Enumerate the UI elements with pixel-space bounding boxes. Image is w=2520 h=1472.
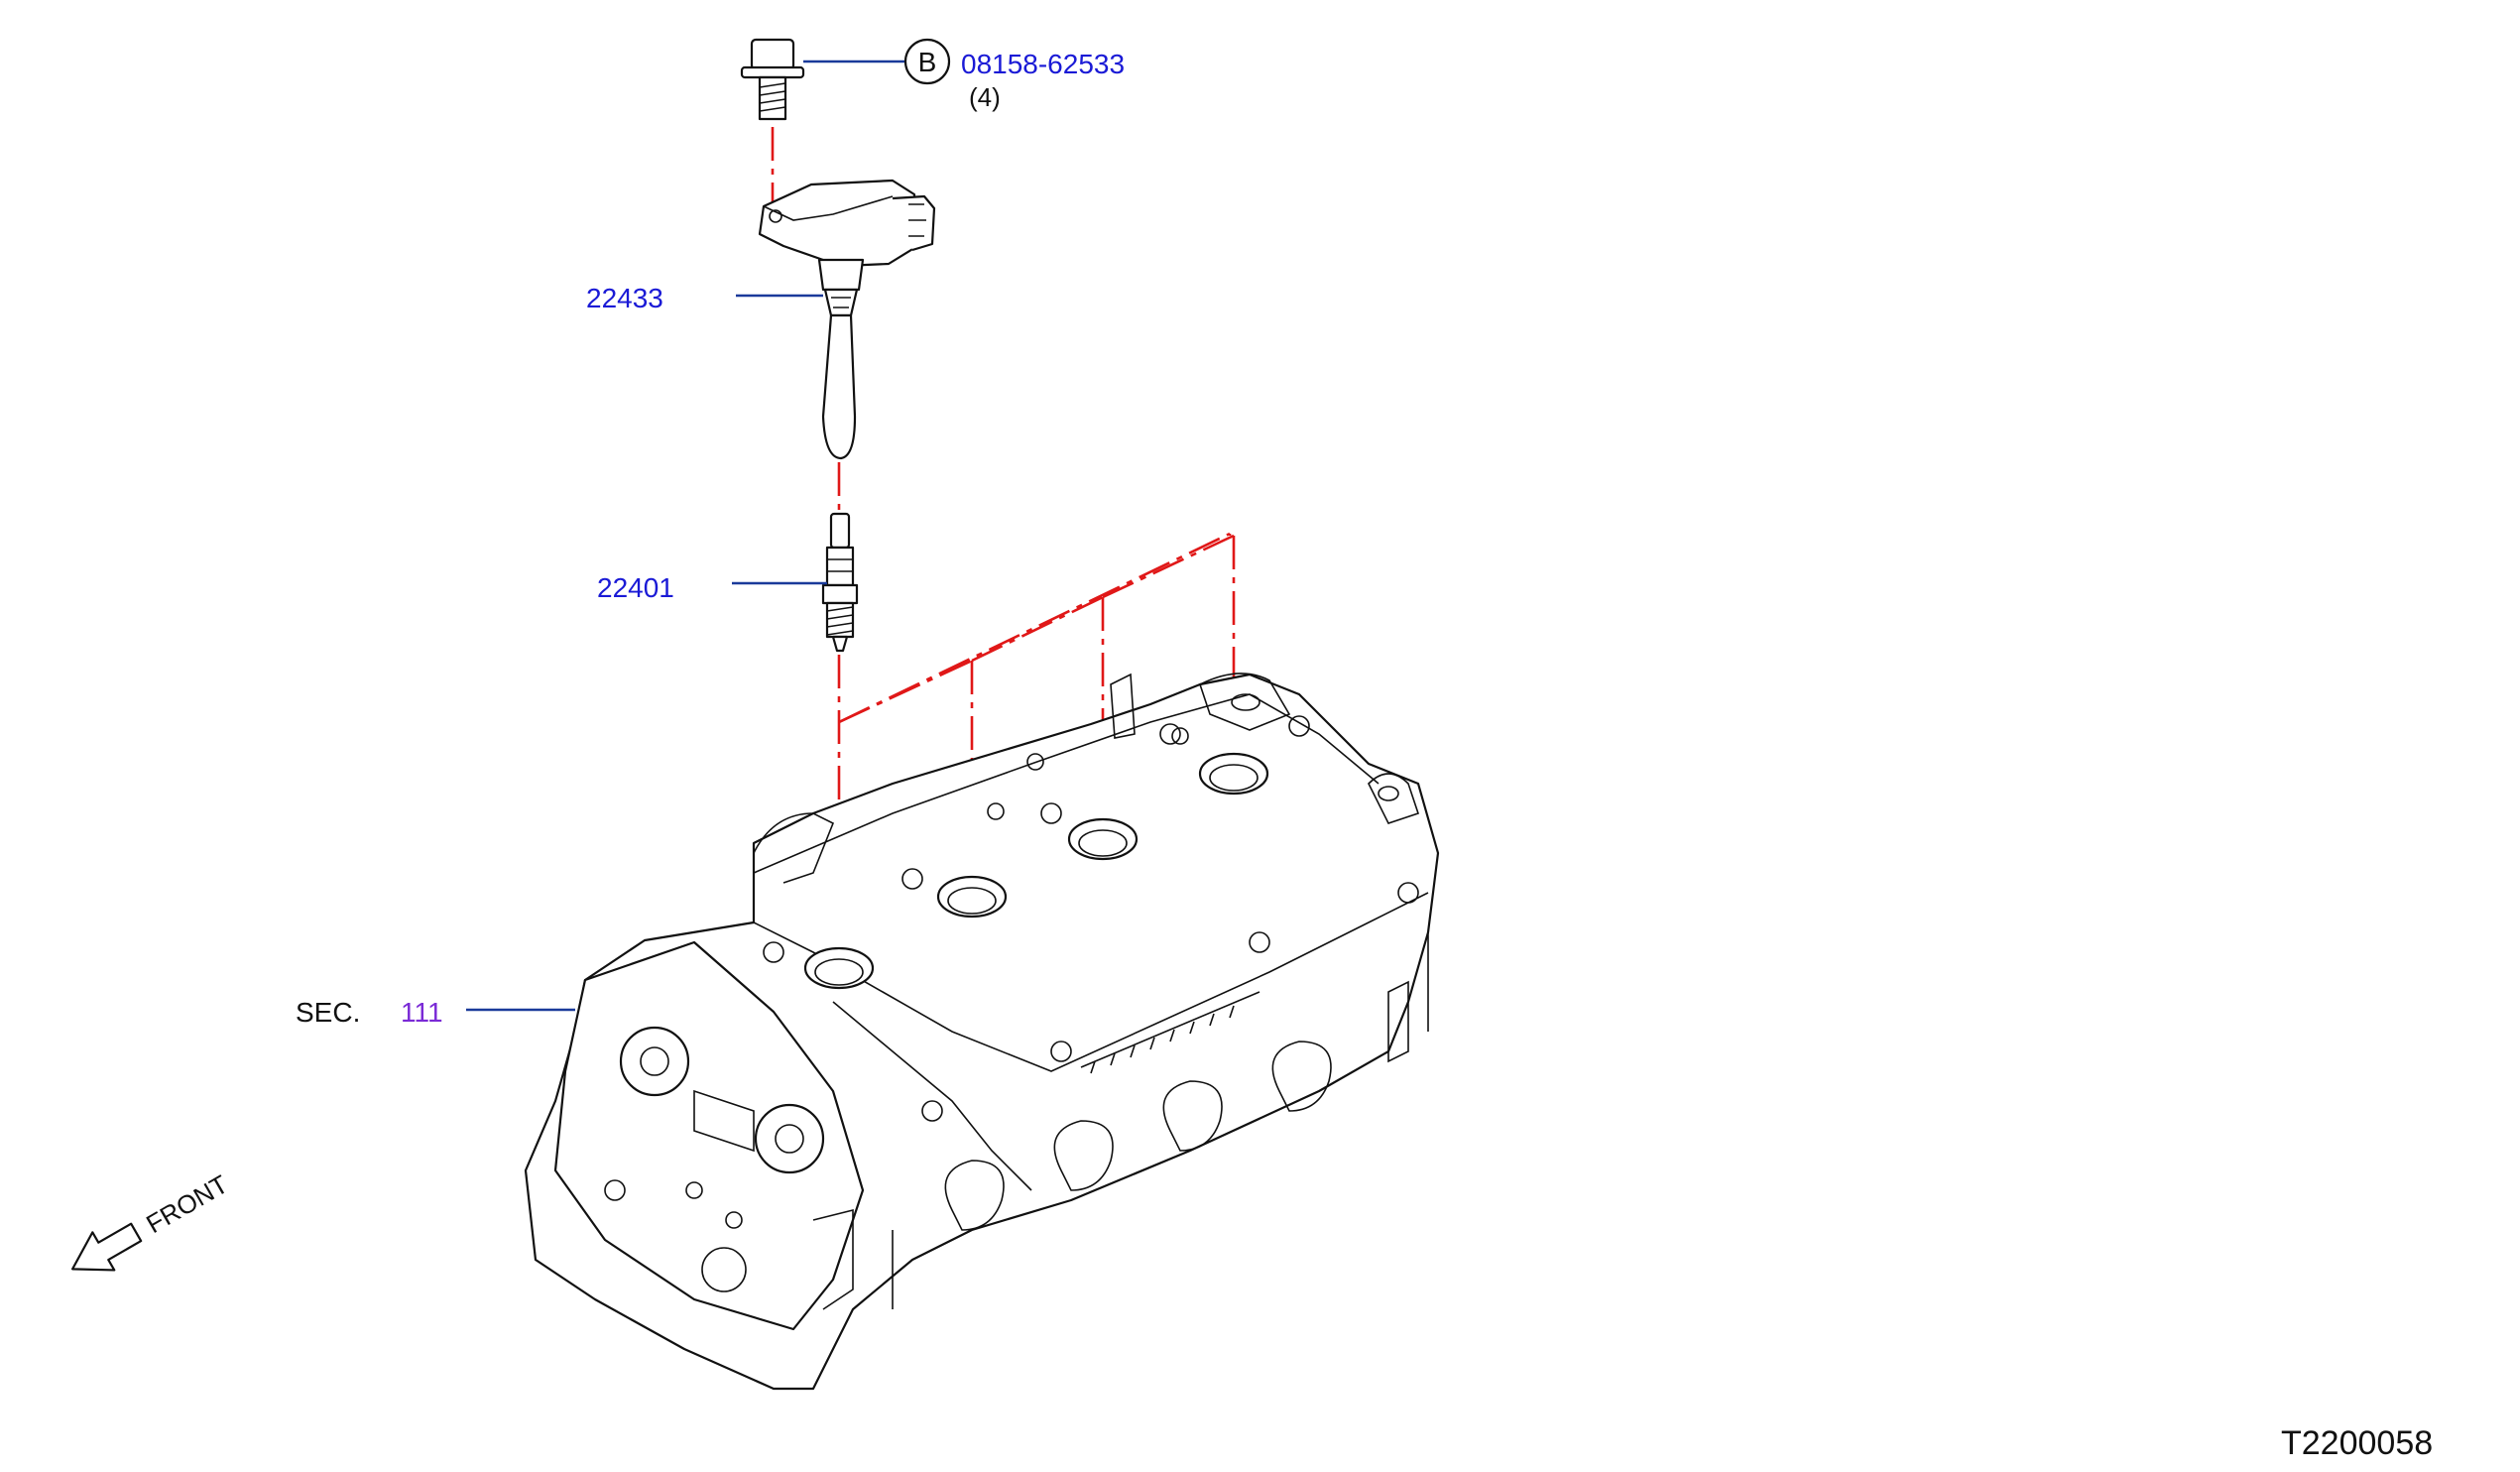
bolt-quantity: (4)	[969, 82, 1001, 112]
bolt-callout-letter: B	[918, 47, 937, 77]
section-prefix: SEC.	[296, 997, 360, 1028]
coil-part-number[interactable]: 22433	[586, 283, 663, 313]
front-label: FRONT	[141, 1168, 233, 1239]
front-direction-indicator: FRONT	[70, 1168, 233, 1272]
ignition-coil-drawing	[758, 179, 936, 460]
spark-plug-drawing	[821, 512, 859, 653]
plug-part-number[interactable]: 22401	[597, 572, 674, 603]
bolt-part-number[interactable]: 08158-62533	[961, 49, 1125, 79]
section-link[interactable]: 111	[401, 997, 443, 1028]
bolt-callout-circle	[903, 38, 951, 85]
cylinder-head-drawing	[524, 673, 1440, 1391]
bolt-drawing	[740, 38, 805, 121]
front-arrow-icon	[70, 1222, 143, 1272]
diagram-id: T2200058	[2281, 1424, 2433, 1462]
